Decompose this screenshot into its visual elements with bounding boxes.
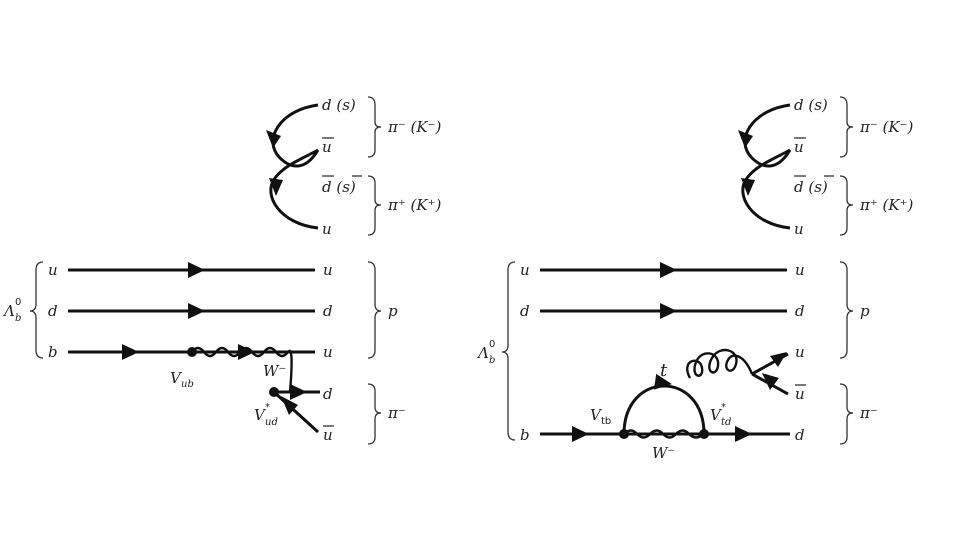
right-meson2: π⁺ (K⁺)	[859, 196, 914, 214]
left-label-q1: d (s)	[322, 96, 356, 114]
right-vertex1	[619, 429, 629, 439]
left-brace-pi	[367, 383, 382, 445]
left-vertex2-sub: ud	[265, 417, 278, 428]
left-label-q3: d (s)	[322, 178, 356, 196]
left-pion: π⁻	[387, 404, 406, 422]
left-vertex1-sub: ub	[181, 379, 194, 390]
right-lambda-sub: b	[489, 355, 495, 366]
left-line-ubar	[272, 390, 320, 434]
left-top-curve-lower	[269, 148, 319, 230]
right-brace-p	[839, 261, 854, 359]
right-label-q3: d (s)	[794, 178, 828, 196]
left-vertex2-label: V	[254, 406, 267, 424]
right-arrow-up	[738, 130, 753, 148]
right-boson-label: W⁻	[652, 444, 675, 462]
left-arrow-bu	[238, 344, 255, 360]
right-out-q2: d	[795, 302, 805, 320]
right-brace-meson1	[839, 96, 854, 158]
left-meson2: π⁺ (K⁺)	[387, 196, 442, 214]
right-vertex2-sup: *	[721, 402, 726, 413]
left-out-q4: d	[323, 385, 333, 403]
left-vertex1	[187, 347, 197, 357]
right-arrow-ubar	[762, 373, 779, 390]
right-brace-meson2	[839, 175, 854, 236]
left-arrow-ubar	[281, 396, 298, 415]
left-arrow-b	[122, 344, 139, 360]
left-in-q3: b	[48, 343, 58, 361]
right-label-q1: d (s)	[794, 96, 828, 114]
right-vertex2	[699, 429, 709, 439]
right-in-q3: b	[520, 426, 530, 444]
right-diagram: d (s) u d (s) u π⁻ (K⁻) π⁺ (K⁺) u	[476, 96, 914, 462]
left-arrow-down	[269, 178, 283, 196]
right-out-q5: d	[795, 426, 805, 444]
left-vertex2-sup: *	[265, 402, 270, 413]
right-brace-pi	[839, 383, 854, 445]
left-diagram: d (s) u d (s) u π⁻ (K⁻) π⁺ (K⁺) u d b	[2, 96, 442, 445]
left-out-q5: u	[323, 426, 333, 444]
right-arrow-down	[741, 178, 755, 196]
right-out-q3: u	[795, 343, 805, 361]
left-proton: p	[388, 302, 398, 320]
left-brace-meson2	[367, 175, 382, 236]
right-gluon	[686, 348, 754, 379]
right-top-loop	[622, 384, 706, 435]
left-lambda: Λ	[2, 302, 15, 320]
left-arrow-dout	[290, 384, 307, 400]
right-arrow-d	[660, 303, 677, 319]
right-arrow-u	[660, 262, 677, 278]
left-brace-lambda	[29, 261, 44, 359]
left-arrow-up	[266, 130, 281, 148]
right-lambda-sup: 0	[489, 339, 495, 350]
left-out-q3: u	[323, 343, 333, 361]
left-vertex2	[269, 387, 279, 397]
right-vertex1-sub: tb	[601, 416, 611, 427]
right-brace-lambda	[501, 261, 516, 441]
left-brace-p	[367, 261, 382, 359]
right-in-q1: u	[520, 261, 530, 279]
right-top-curve-upper	[743, 103, 792, 168]
left-label-q2: u	[322, 138, 332, 156]
right-in-q2: d	[520, 302, 530, 320]
right-arrow-dout	[735, 426, 752, 442]
left-out-q2: d	[323, 302, 333, 320]
right-top-curve-lower	[741, 148, 791, 230]
right-meson1: π⁻ (K⁻)	[859, 118, 914, 136]
left-top-curve-upper	[271, 103, 320, 168]
right-arrow-uout	[770, 352, 787, 367]
left-boson-label: W⁻	[263, 362, 286, 380]
right-out-q4: u	[795, 385, 805, 403]
left-lambda-sup: 0	[15, 297, 21, 308]
left-in-q1: u	[48, 261, 58, 279]
left-label-q4: u	[322, 220, 332, 238]
right-vertex2-label: V	[710, 406, 723, 424]
left-vertex1-label: V	[170, 369, 183, 387]
left-meson1: π⁻ (K⁻)	[387, 118, 442, 136]
right-label-q2: u	[794, 138, 804, 156]
right-arrow-b	[572, 426, 589, 442]
left-lambda-sub: b	[15, 313, 21, 324]
right-loop-quark: t	[660, 360, 668, 381]
right-proton: p	[860, 302, 870, 320]
left-in-q2: d	[48, 302, 58, 320]
left-arrow-d	[188, 303, 205, 319]
right-vertex2-sub: td	[721, 417, 731, 428]
right-out-q1: u	[795, 261, 805, 279]
right-vertex1-label: V	[590, 406, 603, 424]
left-arrow-u	[188, 262, 205, 278]
left-brace-meson1	[367, 96, 382, 158]
right-arrow-loop	[653, 373, 672, 390]
right-pion: π⁻	[859, 404, 878, 422]
right-label-q4: u	[794, 220, 804, 238]
left-out-q1: u	[323, 261, 333, 279]
left-w-boson	[191, 346, 293, 393]
right-w-boson	[623, 429, 704, 439]
right-lambda: Λ	[476, 344, 489, 362]
